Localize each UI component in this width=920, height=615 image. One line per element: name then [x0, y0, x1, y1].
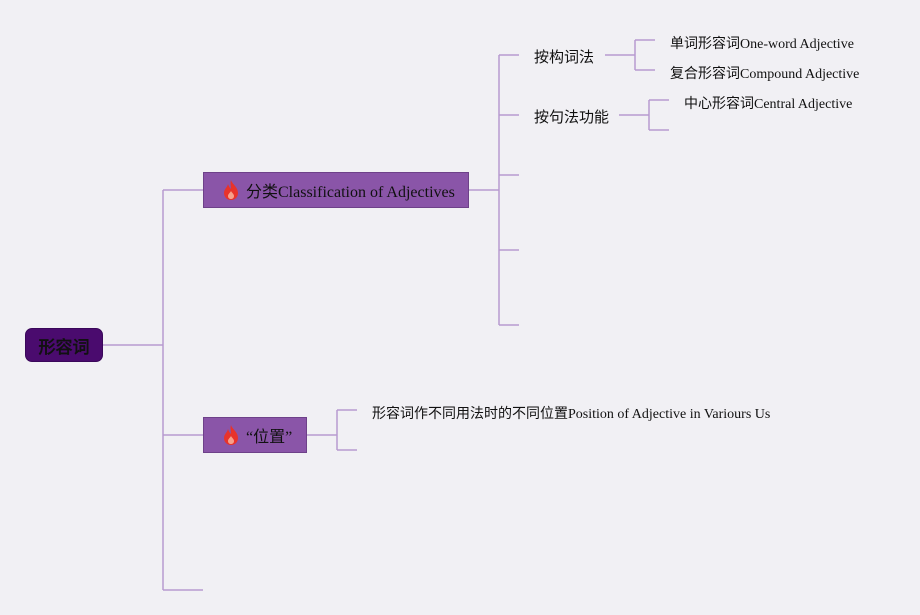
fire-icon [222, 425, 240, 445]
branch-label: “位置” [246, 429, 293, 446]
branch-position[interactable]: “位置” [203, 417, 307, 453]
root-label: 形容词 [38, 337, 90, 358]
leaf-compound-adjective[interactable]: 复合形容词Compound Adjective [670, 63, 859, 83]
node-syntactic-function[interactable]: 按句法功能 [534, 106, 609, 127]
node-word-formation[interactable]: 按构词法 [534, 46, 594, 67]
node-label: 按句法功能 [534, 108, 610, 126]
leaf-adjective-position[interactable]: 形容词作不同用法时的不同位置Position of Adjective in V… [372, 403, 770, 423]
leaf-label: 形容词作不同用法时的不同位置Position of Adjective in V… [372, 407, 771, 422]
branch-label: 分类Classification of Adjectives [246, 184, 455, 201]
branch-classification[interactable]: 分类Classification of Adjectives [203, 172, 469, 208]
leaf-label: 复合形容词Compound Adjective [670, 67, 860, 82]
root-node[interactable]: 形容词 [25, 328, 103, 362]
fire-icon [222, 180, 240, 200]
leaf-label: 中心形容词Central Adjective [684, 97, 853, 112]
leaf-label: 单词形容词One-word Adjective [670, 37, 854, 52]
leaf-one-word-adjective[interactable]: 单词形容词One-word Adjective [670, 33, 854, 53]
node-label: 按构词法 [534, 48, 595, 66]
leaf-central-adjective[interactable]: 中心形容词Central Adjective [684, 93, 852, 113]
